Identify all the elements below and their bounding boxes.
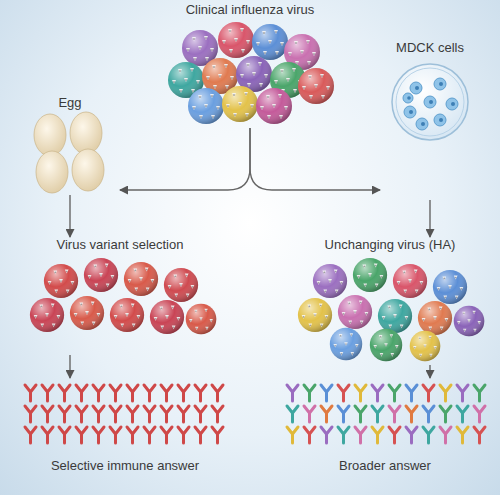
stage-node: Unchanging virus (HA) xyxy=(290,237,490,365)
node-label: Unchanging virus (HA) xyxy=(325,237,456,252)
antibody-rows xyxy=(22,382,226,445)
node-label: Clinical influenza virus xyxy=(186,2,315,17)
eggs xyxy=(34,112,104,193)
flow-arrow xyxy=(69,355,70,378)
flow-arrow xyxy=(250,128,380,190)
node-label: Broader answer xyxy=(339,458,431,473)
node-label: Egg xyxy=(58,95,81,110)
flow-arrow xyxy=(120,128,250,190)
stage-node: Egg xyxy=(20,95,120,195)
cell-dish xyxy=(392,64,468,140)
virus-variants xyxy=(30,258,216,334)
flow-arrow xyxy=(429,200,430,237)
stage-node: Selective immune answer xyxy=(10,378,240,473)
stage-node: Virus variant selection xyxy=(20,237,220,355)
stage-node: Broader answer xyxy=(280,378,490,473)
virus-cluster xyxy=(168,22,334,124)
stage-node: MDCK cells xyxy=(380,40,480,200)
flow-arrow xyxy=(69,195,70,237)
stage-node: Clinical influenza virus xyxy=(160,2,340,128)
node-label: Virus variant selection xyxy=(57,237,184,252)
node-label: Selective immune answer xyxy=(51,458,199,473)
virus-mix xyxy=(298,258,484,361)
antibody-rows xyxy=(284,382,488,445)
node-label: MDCK cells xyxy=(396,40,464,55)
flow-arrow xyxy=(429,365,430,378)
